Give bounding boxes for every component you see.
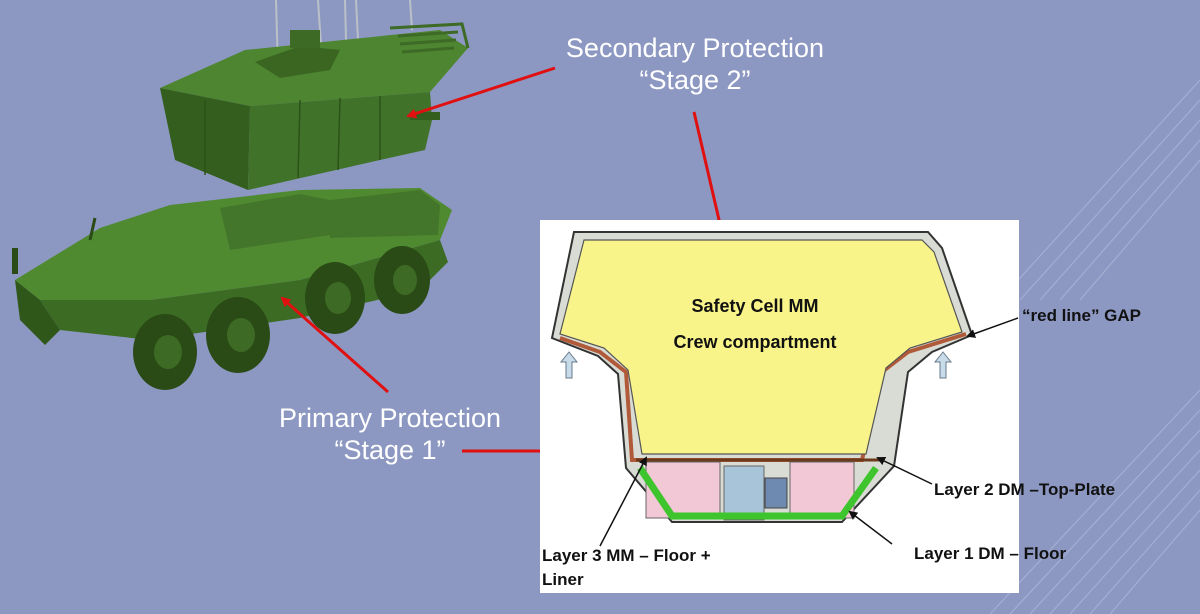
primary-protection-line2: “Stage 1” [334, 435, 446, 465]
arrow-stage2-to-module [406, 66, 556, 119]
layer3-label: Layer 3 MM – Floor + Liner [542, 544, 711, 592]
layer3-line1: Layer 3 MM – Floor + [542, 546, 711, 565]
vehicle-mission-module [160, 0, 470, 190]
arrow-stage2-to-cell [692, 111, 727, 239]
pointer-layer3 [599, 456, 647, 547]
secondary-protection-line1: Secondary Protection [565, 33, 825, 63]
layer2-label: Layer 2 DM –Top-Plate [934, 480, 1116, 499]
crew-compartment-label: Crew compartment [673, 332, 837, 352]
vehicle-wheels [133, 246, 430, 390]
primary-protection-label: Primary Protection “Stage 1” [240, 402, 540, 466]
background-diagonal-lines [989, 79, 1200, 614]
secondary-protection-label: Secondary Protection “Stage 2” [540, 32, 850, 96]
layer1-label: Layer 1 DM – Floor [914, 544, 1067, 563]
pointer-red-line-gap [966, 317, 1019, 338]
pointer-layer2 [876, 456, 933, 485]
safety-cell-title: Safety Cell MM [691, 296, 819, 316]
red-line-gap-label: “red line” GAP [1022, 306, 1142, 325]
arrow-stage1-to-vehicle [280, 296, 389, 394]
secondary-protection-line2: “Stage 2” [639, 65, 751, 95]
primary-protection-line1: Primary Protection [278, 403, 502, 433]
safety-cell-cross-section [550, 231, 974, 523]
vehicle-drive-module [12, 188, 452, 390]
layer3-line2: Liner [542, 570, 584, 589]
pointer-layer1 [848, 510, 893, 545]
